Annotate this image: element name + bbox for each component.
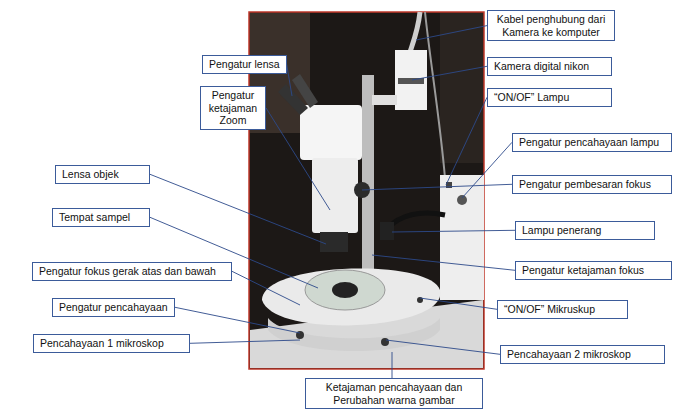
photo-shape [262,268,440,325]
callout-label: Ketajaman pencahayaan dan Perubahan warn… [312,381,476,406]
callout-label: Pencahayaan 2 mikroskop [507,348,658,361]
photo-shape [440,175,484,300]
callout-box: Pengatur pembesaran fokus [512,175,672,194]
photo-shape [395,50,427,110]
callout-box: “ON/OF” Mikruskup [497,300,628,319]
callout-label: Pengatur pencahayaan [59,301,168,314]
leader-line [150,174,326,244]
photo-shape [425,12,445,178]
leader-line [175,307,300,333]
photo-shape [398,78,424,84]
photo-shape [446,182,452,188]
photo-shape [305,270,385,310]
callout-label: Kabel penghubung dari Kamera ke komputer [494,13,608,38]
callout-box: Pengatur ketajaman fokus [515,261,672,280]
photo-shape [372,95,397,105]
callout-label: Pengatur ketajaman Zoom [207,89,259,127]
callout-label: Kamera digital nikon [494,60,605,73]
callout-label: Pengatur ketajaman fokus [522,264,665,277]
photo-shape [440,13,483,163]
leader-line [386,340,500,354]
leader-line [372,255,515,270]
photo-shape [332,282,358,298]
photo-shape [380,222,394,240]
callout-label: Pengatur pembesaran fokus [519,178,665,191]
callout-label: Pengatur fokus gerak atas dan bawah [39,265,225,278]
callout-box: Pengatur pencahayaan lampu [512,133,672,152]
leader-line [412,66,487,80]
photo-shape [312,158,358,233]
photo-shape [300,105,362,160]
photo-shape [354,182,370,198]
photo-shape [417,297,423,303]
callout-box: Ketajaman pencahayaan dan Perubahan warn… [305,378,483,409]
callout-box: Tempat sampel [52,208,150,227]
callout-box: Pengatur fokus gerak atas dan bawah [32,262,232,281]
callout-label: Pengatur pencahayaan lampu [519,136,665,149]
callout-box: Lampu penerang [515,221,655,240]
callout-label: “ON/OF” Mikruskup [504,303,621,316]
leader-line [416,26,487,40]
callout-box: “ON/OF” Lampu [487,88,612,107]
photo-shape [292,74,318,108]
photo-shape [320,232,348,252]
callout-label: Pencahayaan 1 mikroskop [40,337,183,350]
callout-label: Lampu penerang [522,224,648,237]
leader-line [392,352,393,378]
leader-line [446,97,487,185]
callout-label: Lensa objek [62,168,143,181]
photo-shape [457,195,467,205]
leader-line [232,271,300,305]
leader-line [190,340,300,343]
callout-box: Pengatur lensa [202,55,287,74]
callout-label: Tempat sampel [59,211,143,224]
photo-shape [296,331,304,339]
leader-line [287,64,292,96]
photo-shape [410,12,420,52]
callout-box: Pencahayaan 2 mikroskop [500,345,665,364]
callout-box: Pengatur ketajaman Zoom [200,86,266,130]
photo-shape [268,318,440,351]
callout-box: Pencahayaan 1 mikroskop [33,334,190,353]
leader-line [462,142,512,198]
leader-line [420,298,497,309]
callout-box: Kabel penghubung dari Kamera ke komputer [487,10,615,41]
leader-line [266,108,330,210]
photo-shape [381,338,389,346]
photo-shape [388,213,445,228]
callout-box: Pengatur pencahayaan [52,298,175,317]
callout-box: Lensa objek [55,165,150,184]
leader-line [362,184,512,190]
leader-line [392,230,515,232]
callout-label: Pengatur lensa [209,58,280,71]
callout-box: Kamera digital nikon [487,57,612,76]
callout-label: “ON/OF” Lampu [494,91,605,104]
